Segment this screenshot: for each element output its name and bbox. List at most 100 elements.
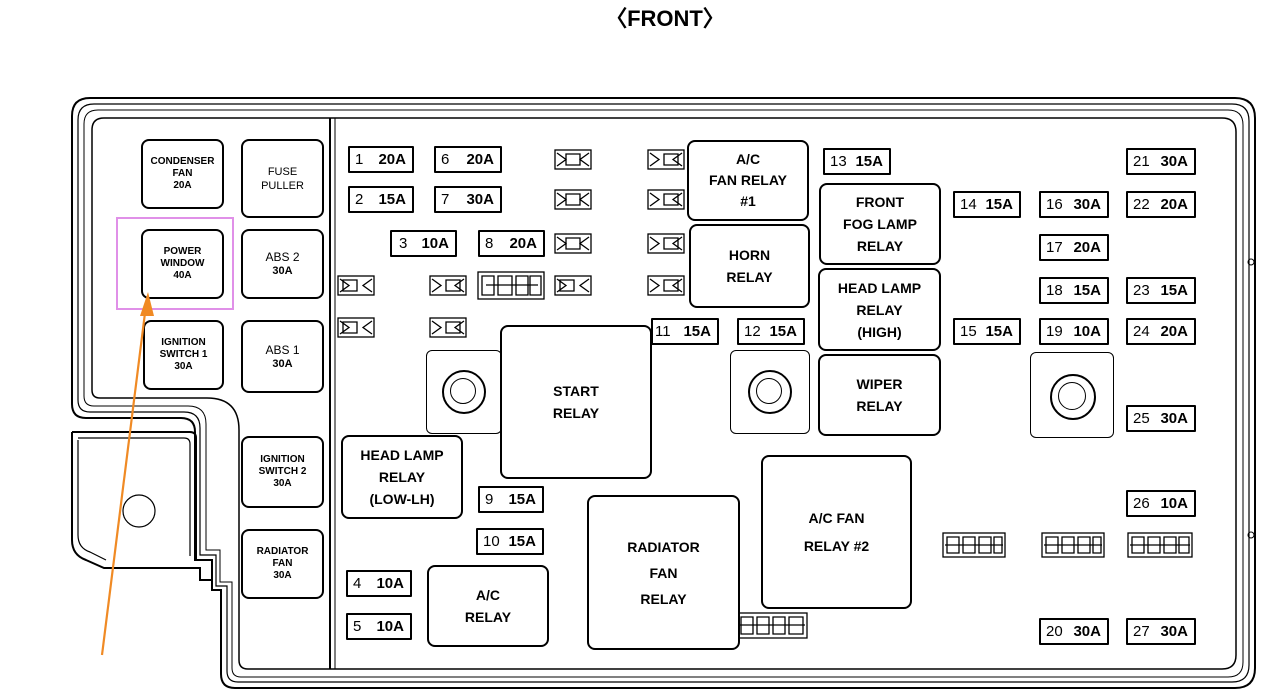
radiator-fan-label-2: FAN	[272, 558, 293, 569]
start-relay-label-1: START	[553, 383, 599, 399]
terminal-icon	[337, 317, 375, 338]
front-fog-lamp-relay-label-3: RELAY	[856, 238, 904, 254]
fuse-rating: 15A	[508, 491, 536, 508]
fuse-number: 23	[1133, 282, 1150, 299]
ac-fan-relay-1-label-2: FAN RELAY	[708, 172, 788, 188]
fuse-5: 5 10A	[346, 613, 412, 640]
horn-relay: HORN RELAY	[689, 224, 810, 308]
terminal-icon	[736, 612, 808, 639]
fuse-rating: 30A	[466, 191, 494, 208]
fuse-number: 6	[441, 151, 450, 168]
fuse-rating: 10A	[421, 235, 449, 252]
terminal-icon	[554, 189, 592, 210]
head-lamp-relay-low-label-1: HEAD LAMP	[360, 447, 444, 463]
terminal-icon	[429, 275, 467, 296]
fuse-rating: 15A	[508, 533, 536, 550]
wiper-relay-label-2: RELAY	[856, 398, 903, 414]
head-lamp-relay-high-label-1: HEAD LAMP	[837, 279, 922, 296]
power-window-label-2: WINDOW	[160, 258, 205, 269]
head-lamp-relay-low-label-3: (LOW-LH)	[369, 491, 435, 507]
fuse-rating: 15A	[985, 196, 1013, 213]
fuse-rating: 20A	[378, 151, 406, 168]
radiator-fan-relay-label-1: RADIATOR	[627, 538, 700, 555]
radiator-fan-relay: RADIATOR FAN RELAY	[587, 495, 740, 650]
terminal-icon	[337, 275, 375, 296]
ignition-switch-2-label-2: SWITCH 2	[258, 466, 307, 477]
fuse-number: 16	[1046, 196, 1063, 213]
horn-relay-label-2: RELAY	[726, 269, 773, 285]
fuse-number: 17	[1046, 239, 1063, 256]
fuse-number: 13	[830, 153, 847, 170]
fuse-puller-label-2: PULLER	[261, 179, 304, 192]
radiator-fan-relay-label-3: RELAY	[640, 590, 687, 607]
fuse-3: 3 10A	[390, 230, 457, 257]
terminal-icon	[1127, 532, 1193, 558]
condenser-fan-label-2: FAN	[172, 168, 193, 179]
fuse-rating: 20A	[509, 235, 537, 252]
fuse-number: 12	[744, 323, 761, 340]
fuse-number: 11	[655, 323, 671, 340]
fuse-number: 9	[485, 491, 494, 508]
ac-fan-relay-1-label-3: #1	[740, 193, 756, 209]
terminal-icon	[477, 271, 545, 300]
ignition-switch-2-label-1: IGNITION	[260, 454, 305, 465]
fuse-rating: 15A	[769, 323, 797, 340]
fuse-number: 3	[399, 235, 408, 252]
fuse-rating: 15A	[378, 191, 406, 208]
terminal-icon	[647, 149, 685, 170]
terminal-icon	[554, 275, 592, 296]
terminal-icon	[1041, 532, 1105, 558]
wiper-relay-label-1: WIPER	[856, 376, 903, 392]
fuse-rating: 20A	[466, 151, 494, 168]
fuse-rating: 30A	[1160, 153, 1188, 170]
fuse-16: 16 30A	[1039, 191, 1109, 218]
fuse-number: 20	[1046, 623, 1063, 640]
radiator-fan-relay-label-2: FAN	[649, 564, 678, 581]
fuse-rating: 15A	[1073, 282, 1101, 299]
front-label: 〈FRONT〉	[605, 6, 725, 31]
fuse-number: 18	[1046, 282, 1063, 299]
fuse-rating: 10A	[1160, 495, 1188, 512]
fuse-number: 14	[960, 196, 977, 213]
fuse-number: 24	[1133, 323, 1150, 340]
terminal-icon	[647, 189, 685, 210]
fuse-rating: 15A	[855, 153, 883, 170]
head-lamp-relay-low-label-2: RELAY	[378, 469, 426, 485]
fuse-rating: 15A	[985, 323, 1013, 340]
fuse-12: 12 15A	[737, 318, 805, 345]
fuse-rating: 10A	[376, 618, 404, 635]
bolt-mount	[730, 350, 810, 434]
fuse-14: 14 15A	[953, 191, 1021, 218]
fuse-rating: 30A	[1160, 623, 1188, 640]
horn-relay-label-1: HORN	[728, 247, 771, 263]
abs1-rating: 30A	[272, 357, 293, 370]
start-relay-label-2: RELAY	[552, 405, 600, 421]
radiator-fan-rating: 30A	[273, 570, 292, 581]
fuse-number: 25	[1133, 410, 1150, 427]
terminal-icon	[554, 149, 592, 170]
fuse-rating: 30A	[1073, 196, 1101, 213]
condenser-fan-rating: 20A	[173, 180, 192, 191]
radiator-fan-label-1: RADIATOR	[256, 546, 309, 557]
fuse-rating: 10A	[1073, 323, 1101, 340]
fuse-number: 5	[353, 618, 362, 635]
terminal-icon	[429, 317, 467, 338]
